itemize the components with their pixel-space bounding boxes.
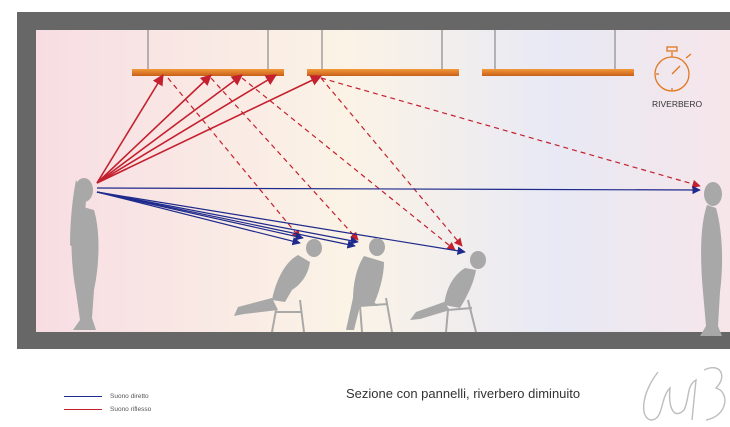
stopwatch-icon <box>654 46 692 92</box>
listener-figure <box>346 238 393 333</box>
reflected-sound-dashed-rays <box>167 77 701 251</box>
standing-listener-figure <box>700 182 723 336</box>
ceiling-panels <box>132 30 634 76</box>
room-frame <box>17 12 730 349</box>
reflected-sound-rays <box>96 74 323 184</box>
legend-item-reflected: Suono riflesso <box>64 403 151 416</box>
listener-figure <box>234 239 322 333</box>
listener-figure <box>410 251 486 333</box>
speaker-figure <box>70 178 99 330</box>
hanger-wires <box>147 30 616 70</box>
legend-item-direct: Suono diretto <box>64 390 151 403</box>
legend-label: Suono riflesso <box>110 406 152 413</box>
signature-logo <box>642 367 726 421</box>
reflected-sound-swatch <box>64 408 102 411</box>
legend: Suono diretto Suono riflesso <box>64 390 151 416</box>
ceiling-panel <box>482 69 634 76</box>
direct-sound-rays <box>96 185 701 255</box>
riverbero-label: RIVERBERO <box>652 99 703 109</box>
legend-label: Suono diretto <box>110 393 149 400</box>
ceiling-panel <box>132 69 284 76</box>
ceiling-panel <box>307 69 459 76</box>
diagram-caption: Sezione con pannelli, riverbero diminuit… <box>346 386 581 401</box>
direct-sound-swatch <box>64 395 102 398</box>
